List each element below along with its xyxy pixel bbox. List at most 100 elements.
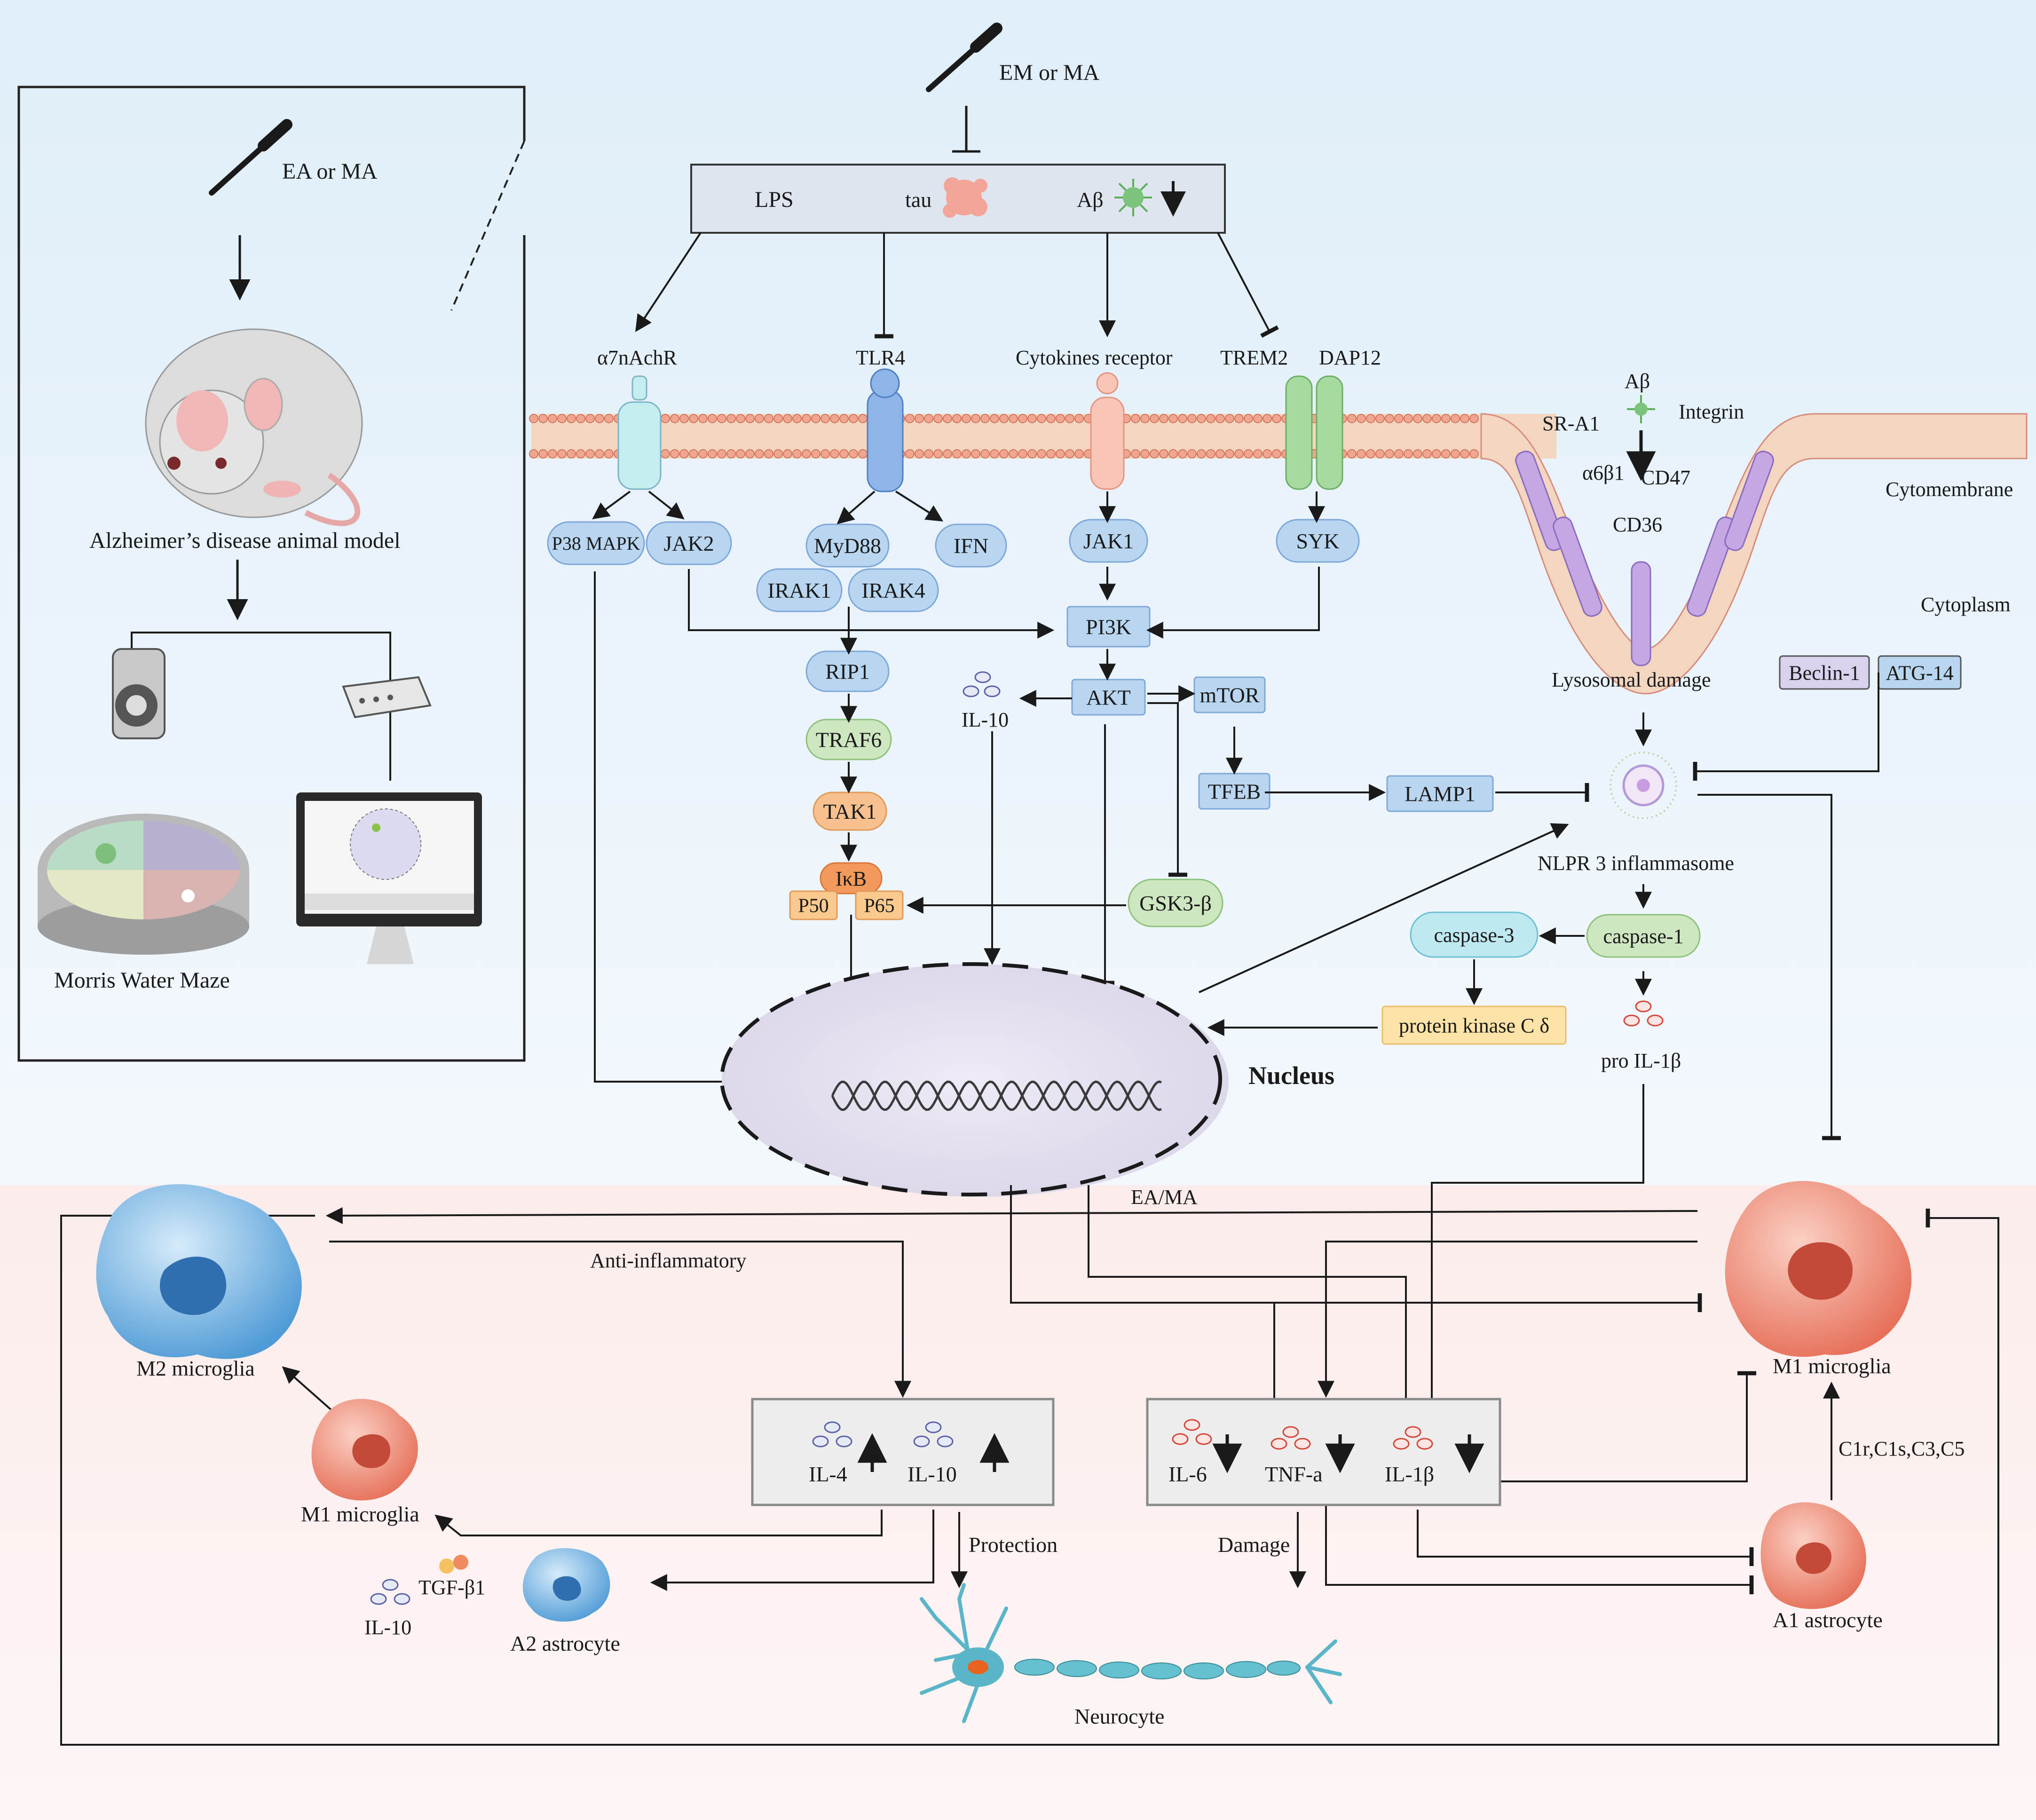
irak1-node: IRAK1 xyxy=(756,568,843,612)
signaling-nodes: P38 MAPK JAK2 MyD88 IFN IRAK1 IRAK4 JAK1 SYK PI3… xyxy=(547,519,1962,1076)
cd36-label: CD36 xyxy=(1613,513,1662,536)
irak4-label: IRAK4 xyxy=(861,578,925,602)
ifn-node: IFN xyxy=(935,523,1007,568)
tau-icon xyxy=(943,177,987,218)
camera-icon xyxy=(112,648,166,739)
il6-label: IL-6 xyxy=(1168,1462,1207,1486)
anti-inflammatory-label: Anti-inflammatory xyxy=(590,1249,746,1272)
ikb-node: IκB xyxy=(820,862,883,894)
p38-node: P38 MAPK xyxy=(547,521,645,565)
jak1-label: JAK1 xyxy=(1083,529,1134,553)
anti-inflammatory-box: IL-4 IL-10 xyxy=(751,1398,1055,1506)
casp1-node: caspase-1 xyxy=(1586,914,1701,958)
pro-inflammatory-box: IL-6 TNF-a IL-1β xyxy=(1146,1398,1501,1506)
m1-microglia-left-label: M1 microglia xyxy=(301,1502,419,1526)
nlrp3-label: NLPR 3 inflammasome xyxy=(1538,852,1734,875)
p65-node: P65 xyxy=(855,890,904,920)
beclin-label: Beclin-1 xyxy=(1789,661,1860,684)
tgfb1-label: TGF-β1 xyxy=(418,1576,485,1599)
p38-label: P38 MAPK xyxy=(552,533,640,554)
a1-astrocyte-label: A1 astrocyte xyxy=(1773,1608,1883,1632)
mwm-label: Morris Water Maze xyxy=(54,968,230,993)
atg14-label: ATG-14 xyxy=(1886,661,1953,684)
dap12-label: DAP12 xyxy=(1319,346,1381,369)
neurocyte-icon xyxy=(920,1583,1342,1723)
ikb-label: IκB xyxy=(836,867,867,890)
needle-icon xyxy=(926,23,1002,92)
neurocyte-label: Neurocyte xyxy=(1074,1704,1165,1728)
tau-label: tau xyxy=(905,188,931,212)
eama-label: EA/MA xyxy=(1131,1186,1198,1209)
nucleus-label: Nucleus xyxy=(1248,1061,1334,1090)
a7nachr-label: α7nAchR xyxy=(597,346,677,369)
integrin-label: Integrin xyxy=(1679,400,1744,423)
rip1-label: RIP1 xyxy=(825,660,870,684)
ifn-label: IFN xyxy=(954,534,988,558)
myd88-label: MyD88 xyxy=(814,534,881,558)
tlr4-label: TLR4 xyxy=(856,346,905,369)
pi3k-label: PI3K xyxy=(1086,615,1131,639)
jak1-node: JAK1 xyxy=(1069,519,1148,563)
tnfa-label: TNF-a xyxy=(1265,1462,1323,1486)
p65-label: P65 xyxy=(864,895,894,917)
p50-label: P50 xyxy=(798,895,829,917)
abeta-icon xyxy=(1114,179,1152,216)
mouse-icon xyxy=(145,328,363,526)
signaling-arrows xyxy=(592,491,1879,1140)
tracker-device-icon xyxy=(342,676,432,719)
ea-ma-label: EA or MA xyxy=(282,159,378,184)
nucleus xyxy=(720,962,1229,1197)
il10-box-label: IL-10 xyxy=(908,1462,957,1486)
scavenger-receptors xyxy=(1515,451,1774,666)
proil1b-label: pro IL-1β xyxy=(1601,1049,1681,1072)
gsk3b-node: GSK3-β xyxy=(1128,878,1223,927)
abeta-label: Aβ xyxy=(1077,188,1104,212)
a1-astrocyte-icon xyxy=(1760,1502,1866,1609)
trem2-label: TREM2 xyxy=(1220,346,1288,369)
protection-label: Protection xyxy=(969,1533,1057,1557)
pro-il1b-molecules-icon xyxy=(1623,1000,1664,1027)
lamp1-label: LAMP1 xyxy=(1405,782,1476,806)
pi3k-node: PI3K xyxy=(1066,606,1151,648)
gsk3b-label: GSK3-β xyxy=(1139,891,1212,915)
irak1-label: IRAK1 xyxy=(767,578,831,602)
tak1-label: TAK1 xyxy=(823,799,877,823)
sra1-label: SR-A1 xyxy=(1542,412,1600,435)
lysosomal-label: Lysosomal damage xyxy=(1552,668,1711,691)
p50-node: P50 xyxy=(789,890,838,920)
jak2-node: JAK2 xyxy=(646,521,732,565)
il10-small-label: IL-10 xyxy=(364,1616,411,1639)
cytokines-receptor xyxy=(1090,372,1125,490)
m1-microglia-right-icon xyxy=(1725,1181,1912,1357)
pkc-node: protein kinase C δ xyxy=(1381,1005,1567,1045)
m2-microglia-label: M2 microglia xyxy=(136,1356,255,1380)
il10-molecules-icon xyxy=(963,671,1001,697)
syk-node: SYK xyxy=(1276,519,1360,563)
irak4-node: IRAK4 xyxy=(848,568,939,612)
traf6-label: TRAF6 xyxy=(816,728,882,752)
computer-monitor-icon xyxy=(296,792,482,964)
complement-label: C1r,C1s,C3,C5 xyxy=(1839,1437,1965,1460)
bottom-arrows xyxy=(60,1084,1999,1746)
tlr4-receptor xyxy=(867,368,904,492)
mtor-label: mTOR xyxy=(1200,683,1260,707)
ad-model-label: Alzheimer’s disease animal model xyxy=(89,528,401,553)
cytomembrane-label: Cytomembrane xyxy=(1886,478,2013,501)
needle-icon xyxy=(209,119,292,196)
water-maze-icon xyxy=(38,814,249,955)
m1-microglia-right-label: M1 microglia xyxy=(1773,1354,1891,1378)
mtor-node: mTOR xyxy=(1193,676,1266,713)
tgfb1-molecules-icon xyxy=(439,1555,468,1574)
cytoplasm-label: Cytoplasm xyxy=(1921,593,2011,616)
il1b-label: IL-1β xyxy=(1385,1462,1434,1486)
rip1-node: RIP1 xyxy=(805,650,890,692)
lamp1-node: LAMP1 xyxy=(1386,775,1494,812)
trem2-dap12-receptor xyxy=(1285,375,1343,490)
a2-astrocyte-label: A2 astrocyte xyxy=(510,1631,620,1655)
a6b1-label: α6β1 xyxy=(1582,461,1624,484)
tfeb-label: TFEB xyxy=(1208,780,1261,804)
cytokines-receptor-label: Cytokines receptor xyxy=(1016,346,1173,369)
abeta2-label: Aβ xyxy=(1625,370,1650,393)
nlrp3-inflammasome-icon xyxy=(1610,752,1677,819)
